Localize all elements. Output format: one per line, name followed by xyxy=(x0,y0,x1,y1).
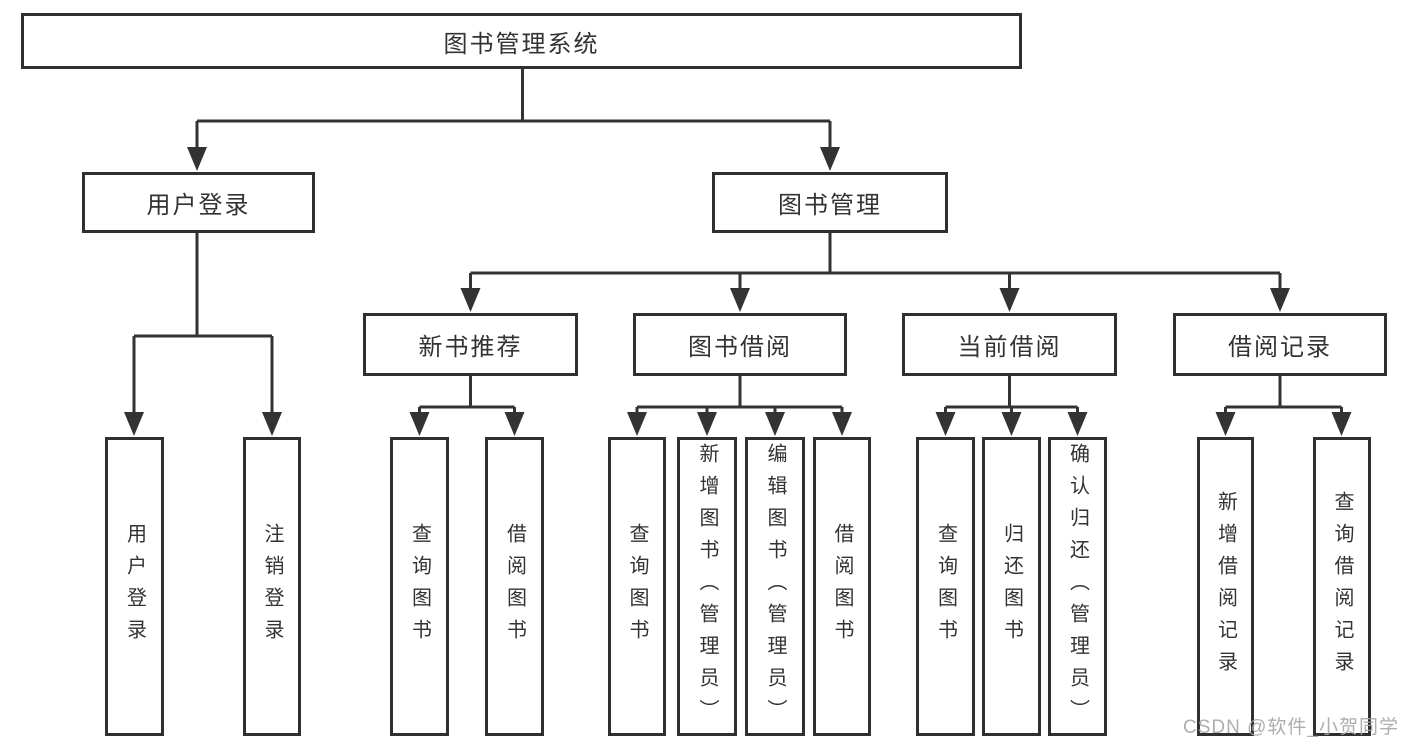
leaf-records-query-label: 查询借阅记录 xyxy=(1331,490,1353,683)
leaf-borrow-borrow-label: 借阅图书 xyxy=(831,522,853,651)
node-user-login: 用户登录 xyxy=(82,172,315,233)
leaf-newbooks-query: 查询图书 xyxy=(390,437,449,736)
leaf-logout: 注销登录 xyxy=(243,437,301,736)
leaf-borrow-edit-admin: 编辑图书（管理员） xyxy=(745,437,805,736)
leaf-current-query-label: 查询图书 xyxy=(934,522,957,651)
leaf-current-confirm-admin: 确认归还（管理员） xyxy=(1048,437,1107,736)
leaf-newbooks-query-label: 查询图书 xyxy=(408,522,431,651)
leaf-current-return-label: 归还图书 xyxy=(1000,522,1023,651)
node-root: 图书管理系统 xyxy=(21,13,1022,69)
node-borrow-records: 借阅记录 xyxy=(1173,313,1387,376)
node-book-management-label: 图书管理 xyxy=(778,192,882,219)
node-current-borrow-label: 当前借阅 xyxy=(957,334,1062,361)
leaf-logout-label: 注销登录 xyxy=(261,522,283,651)
node-root-label: 图书管理系统 xyxy=(443,30,600,58)
leaf-borrow-query: 查询图书 xyxy=(608,437,666,736)
leaf-borrow-borrow: 借阅图书 xyxy=(813,437,871,736)
leaf-borrow-edit-admin-label: 编辑图书（管理员） xyxy=(764,442,786,731)
node-book-borrow-label: 图书借阅 xyxy=(688,334,792,361)
node-book-management: 图书管理 xyxy=(712,172,948,233)
leaf-current-confirm-admin-label: 确认归还（管理员） xyxy=(1066,442,1089,731)
node-new-book-recommend: 新书推荐 xyxy=(363,313,578,376)
leaf-current-return: 归还图书 xyxy=(982,437,1041,736)
leaf-records-add: 新增借阅记录 xyxy=(1197,437,1254,736)
arrowheads xyxy=(124,147,1352,436)
leaf-records-add-label: 新增借阅记录 xyxy=(1214,490,1237,683)
leaf-newbooks-borrow-label: 借阅图书 xyxy=(503,522,526,651)
leaf-user-login-label: 用户登录 xyxy=(123,522,146,651)
node-new-book-recommend-label: 新书推荐 xyxy=(418,334,523,361)
leaf-newbooks-borrow: 借阅图书 xyxy=(485,437,544,736)
node-user-login-label: 用户登录 xyxy=(146,192,251,219)
node-borrow-records-label: 借阅记录 xyxy=(1228,334,1332,361)
leaf-borrow-add-admin: 新增图书（管理员） xyxy=(677,437,737,736)
node-book-borrow: 图书借阅 xyxy=(633,313,847,376)
node-current-borrow: 当前借阅 xyxy=(902,313,1117,376)
leaf-borrow-add-admin-label: 新增图书（管理员） xyxy=(696,442,718,731)
leaf-current-query: 查询图书 xyxy=(916,437,975,736)
connector-strokes xyxy=(132,69,1343,414)
csdn-watermark: CSDN @软件_小贺同学 xyxy=(1183,717,1399,738)
leaf-records-query: 查询借阅记录 xyxy=(1313,437,1371,736)
leaf-user-login: 用户登录 xyxy=(105,437,164,736)
leaf-borrow-query-label: 查询图书 xyxy=(626,522,648,651)
